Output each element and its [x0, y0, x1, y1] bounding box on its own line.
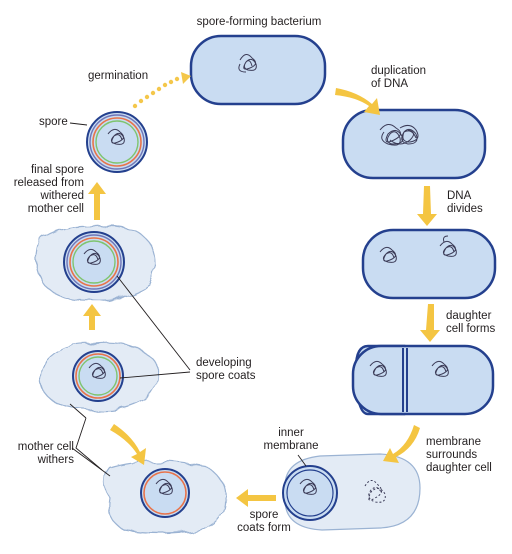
dna-icon [238, 54, 257, 73]
arrow-withers [110, 424, 146, 465]
leader-withers-2 [71, 447, 111, 477]
dna-icon [107, 128, 125, 145]
label-final-spore: final spore released from withered mothe… [13, 164, 84, 215]
stage-spore [86, 111, 148, 173]
arrow-developing [83, 304, 101, 330]
arrow-daughter [420, 304, 440, 342]
dna-icon [299, 478, 317, 495]
label-spore: spore [39, 116, 68, 128]
arrow-duplication [335, 88, 380, 115]
label-coats-form: spore coats form [237, 509, 291, 534]
label-dna-divides: DNA divides [447, 190, 483, 215]
label-daughter-forms: daughter cell forms [446, 310, 496, 335]
dna-icon [379, 246, 397, 263]
leader-coats-final [116, 275, 191, 371]
stage-developing-coats [39, 342, 160, 411]
leader-spore [69, 122, 88, 126]
label-mother-withers: mother cell withers [17, 441, 74, 466]
stage-coats-form [103, 460, 225, 534]
dna-icon [379, 124, 419, 146]
dna-icon [439, 235, 457, 257]
arrow-divides [417, 186, 437, 226]
label-duplication: duplication of DNA [371, 65, 426, 90]
dna-icon [369, 360, 387, 377]
leader-withers [69, 403, 103, 471]
label-germination: germination [88, 70, 149, 82]
leader-inner-membrane [297, 454, 307, 467]
label-spore-forming-bacterium: spore-forming bacterium [196, 16, 322, 28]
dna-icon [431, 360, 449, 377]
stage-bacterium [189, 34, 327, 106]
dna-icon [155, 478, 173, 495]
arrow-coats-form [236, 489, 276, 507]
stage-daughter-forms [351, 344, 495, 416]
dna-icon [83, 248, 101, 265]
label-inner-membrane: inner membrane [263, 427, 319, 452]
dissolving-dna-icon [364, 480, 386, 503]
stage-dna-divides [361, 228, 497, 300]
arrow-germination [132, 72, 191, 109]
leader-coats-developing [119, 371, 191, 379]
arrow-released [88, 182, 106, 220]
stage-duplication [341, 108, 487, 180]
arrow-membrane [383, 425, 420, 463]
label-membrane-surrounds: membrane surrounds daughter cell [426, 436, 492, 474]
stage-final-spore [35, 224, 156, 301]
dna-icon [88, 362, 106, 379]
label-developing-coats: developing spore coats [196, 357, 256, 382]
stage-membrane-surrounds [282, 453, 421, 531]
